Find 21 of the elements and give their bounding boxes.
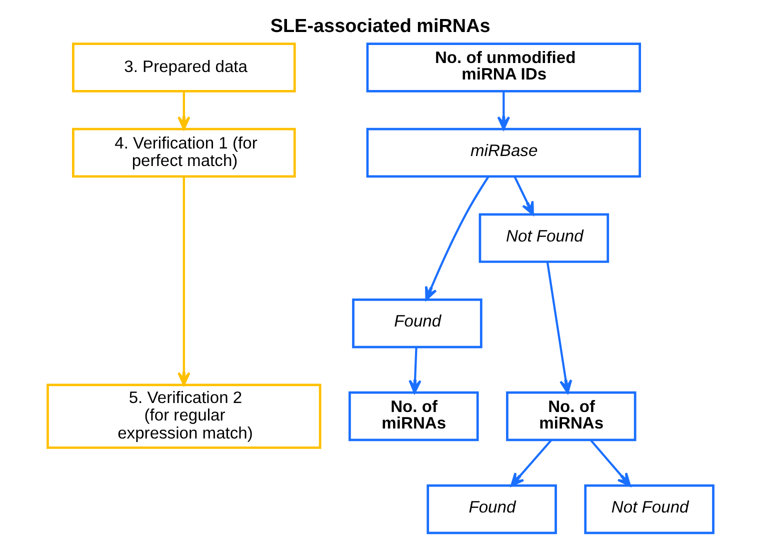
arrow xyxy=(177,91,190,130)
node-box: Found xyxy=(352,298,482,348)
node-box: miRBase xyxy=(366,128,641,178)
node-box: Found xyxy=(426,484,556,534)
arrow xyxy=(424,176,489,300)
diagram-title: SLE-associated miRNAs xyxy=(270,16,490,37)
arrow xyxy=(177,176,190,386)
arrow xyxy=(590,440,630,487)
arrow xyxy=(546,262,572,394)
node-box: 4. Verification 1 (for perfect match) xyxy=(72,128,296,178)
arrow xyxy=(496,91,510,130)
node-box: No. of miRNAs xyxy=(348,391,478,442)
arrow xyxy=(510,440,552,487)
arrow xyxy=(408,347,421,394)
node-box: 5. Verification 2 (for regular expression match) xyxy=(46,384,321,449)
node-box: No. of miRNAs xyxy=(506,391,636,442)
node-box: No. of unmodified miRNA IDs xyxy=(366,42,641,92)
node-box: 3. Prepared data xyxy=(72,42,296,92)
node-box: Not Found xyxy=(478,213,609,263)
node-box: Not Found xyxy=(584,484,714,534)
arrow xyxy=(513,176,534,216)
